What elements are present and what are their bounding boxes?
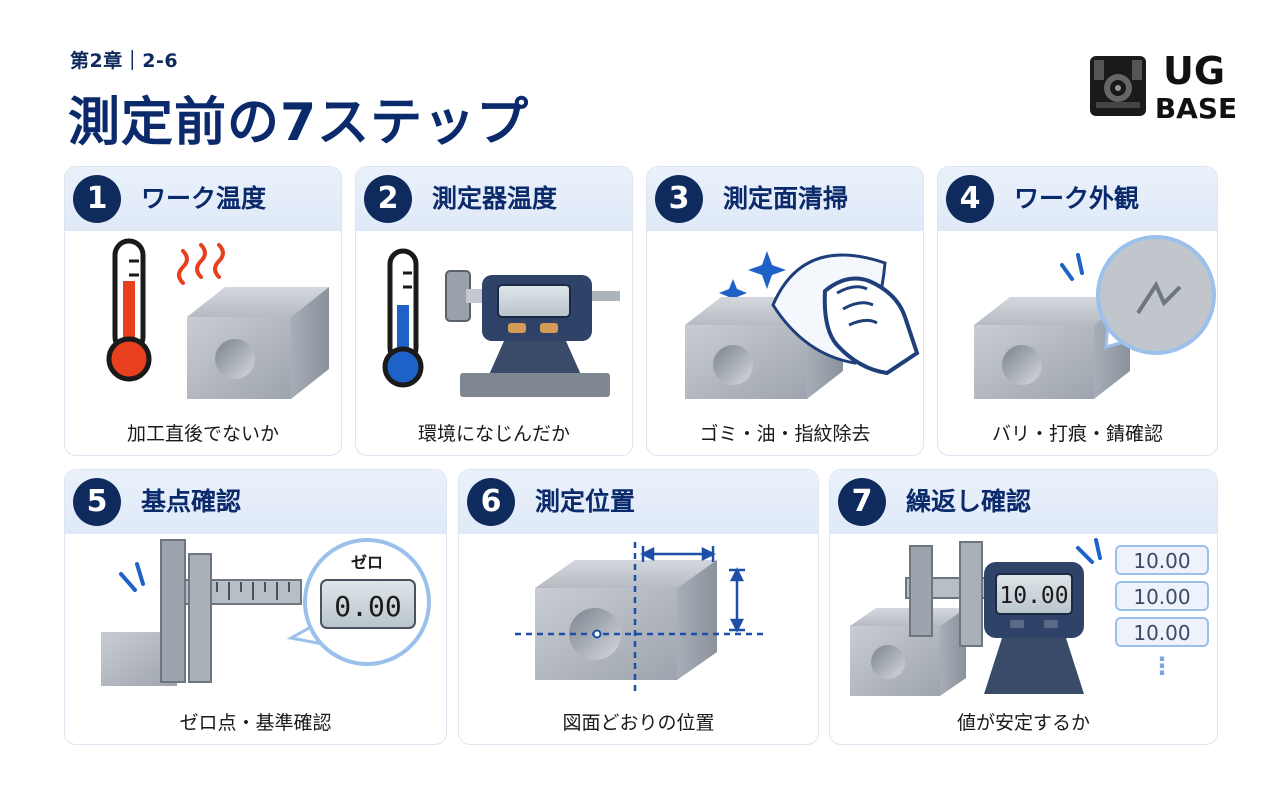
step-card-6: 6 測定位置 図面どおりの位置: [458, 469, 819, 745]
gauge-readout: 10.00: [999, 583, 1068, 609]
step-header: 3 測定面清掃: [647, 167, 923, 231]
micrometer-icon: [445, 270, 620, 397]
hand-icon: [822, 276, 920, 376]
step-illustration: [382, 248, 620, 397]
step-title: 基点確認: [141, 487, 242, 516]
reading-box: [1115, 581, 1209, 611]
thermometer-hot-icon: [106, 238, 152, 382]
step-card-1: 1 ワーク温度 加工直後でないか: [64, 166, 342, 456]
step-caption: 図面どおりの位置: [562, 712, 715, 734]
step-caption: 環境になじんだか: [417, 423, 570, 445]
alert-marks-icon: [1060, 253, 1084, 281]
reading-value: 10.00: [1133, 549, 1190, 573]
step-header: 6 測定位置: [459, 470, 818, 534]
step-header: 7 繰返し確認: [830, 470, 1217, 534]
step-illustration: [685, 251, 920, 399]
reading-list: 10.00 10.00 10.00 ⋮: [1115, 545, 1209, 680]
step-title: ワーク温度: [141, 184, 267, 213]
reading-value: 10.00: [1133, 585, 1190, 609]
alert-marks-icon: [119, 562, 145, 592]
metal-block: [187, 287, 329, 399]
step-card-3: 3 測定面清掃 ゴミ・油・指紋除去: [646, 166, 924, 456]
step-title: 測定器温度: [432, 184, 558, 213]
more-readings-icon: ⋮: [1150, 652, 1174, 680]
step-number: 7: [838, 478, 886, 526]
step-card-2: 2 測定器温度 環境になじんだか: [355, 166, 633, 456]
step-illustration: 10.00 10.00 10.00 10.00 ⋮: [850, 538, 1209, 696]
caliper-icon: [160, 539, 302, 683]
reading-value: 10.00: [1133, 621, 1190, 645]
step-caption: ゴミ・油・指紋除去: [699, 423, 871, 445]
thermometer-cold-icon: [382, 248, 424, 388]
step-number: 1: [73, 175, 121, 223]
step-caption: 加工直後でないか: [126, 423, 279, 445]
ug-base-logo: UG BASE: [1090, 49, 1237, 124]
step-number: 5: [73, 478, 121, 526]
step-caption: ゼロ点・基準確認: [179, 712, 332, 734]
dimension-lines-icon: [515, 542, 763, 696]
step-number: 3: [655, 175, 703, 223]
step-header: 4 ワーク外観: [938, 167, 1217, 231]
step-number: 4: [946, 175, 994, 223]
sparkle-icon: [719, 251, 786, 307]
step-card-4: 4 ワーク外観 バリ・打痕・錆確認: [937, 166, 1218, 456]
step-title: 測定位置: [535, 487, 636, 516]
digital-gauge-icon: 10.00: [984, 562, 1084, 694]
step-header: 1 ワーク温度: [65, 167, 341, 231]
step-card-5: 5 基点確認 ゼロ 0.00 ゼロ点・基準確認: [64, 469, 447, 745]
step-header: 5 基点確認: [65, 470, 446, 534]
metal-block: [535, 560, 717, 680]
step-title: 測定面清掃: [723, 184, 849, 213]
step-number: 2: [364, 175, 412, 223]
magnified-scratch-icon: [1096, 235, 1216, 355]
step-illustration: [974, 235, 1216, 399]
step-title: ワーク外観: [1014, 184, 1140, 213]
zero-callout: ゼロ 0.00: [286, 538, 431, 666]
heat-waves-icon: [177, 243, 225, 285]
reading-box: [1115, 545, 1209, 575]
step-caption: 値が安定するか: [956, 712, 1090, 734]
zero-readout: 0.00: [334, 590, 401, 623]
target-point: [592, 629, 602, 639]
step-illustration: ゼロ 0.00: [101, 538, 431, 686]
step-title: 繰返し確認: [906, 487, 1032, 516]
alert-marks-icon: [1076, 538, 1102, 564]
zero-label: ゼロ: [351, 553, 383, 572]
logo-line2: BASE: [1155, 92, 1237, 124]
metal-block: [850, 608, 966, 696]
step-header: 2 測定器温度: [356, 167, 632, 231]
logo-line1: UG: [1163, 49, 1225, 93]
engine-icon: [1090, 56, 1146, 116]
step-illustration: [515, 542, 763, 696]
page-title: 測定前の7ステップ: [68, 93, 530, 153]
chapter-label: 第2章｜2-6: [70, 50, 179, 72]
step-caption: バリ・打痕・錆確認: [991, 423, 1163, 445]
step-card-7: 7 繰返し確認 10.00 10.00: [829, 469, 1218, 745]
reading-box: [1115, 617, 1209, 647]
step-illustration: [106, 238, 329, 399]
step-number: 6: [467, 478, 515, 526]
